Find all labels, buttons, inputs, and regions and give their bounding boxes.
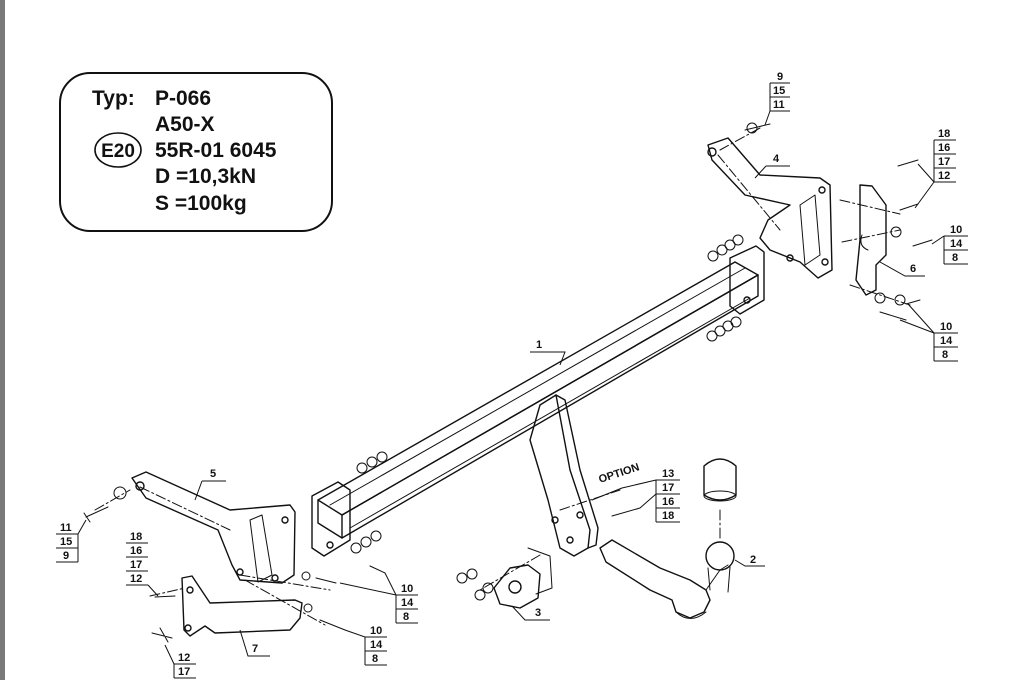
- lower-left-plate: [181, 575, 303, 637]
- stack-cu-0: 10: [401, 583, 413, 595]
- spec-typ-label: Typ:: [92, 87, 135, 110]
- callout-part-3: 3: [535, 607, 541, 619]
- stack-cl-1: 14: [370, 639, 383, 651]
- stack-cl-0: 10: [370, 625, 382, 637]
- stack-ru-1: 16: [938, 142, 950, 154]
- callout-part-5: 5: [210, 468, 216, 480]
- stack-rl-1: 14: [940, 335, 953, 347]
- stack-l-1: 15: [60, 536, 72, 548]
- spec-box: Typ: P-066 A50-X E20 55R-01 6045 D =10,3…: [59, 72, 333, 232]
- tow-ball-neck: [599, 458, 737, 619]
- stack-cl-2: 8: [372, 653, 378, 665]
- stack-lb-1: 16: [130, 545, 142, 557]
- fastener-set: [83, 122, 933, 643]
- spec-approval-number: 55R-01 6045: [155, 139, 277, 162]
- spec-class: A50-X: [155, 113, 215, 136]
- callout-part-2: 2: [750, 554, 756, 566]
- callout-stack-right-low: 10 14 8: [899, 303, 958, 362]
- approval-circle: [94, 132, 142, 168]
- stack-rl-2: 8: [942, 349, 948, 361]
- callout-part-1: 1: [536, 339, 542, 351]
- stack-rm-2: 8: [952, 252, 958, 264]
- stack-opt-2: 16: [662, 496, 674, 508]
- stack-cu-2: 8: [403, 611, 409, 623]
- stack-ru-2: 17: [938, 156, 950, 168]
- stack-rm-1: 14: [950, 238, 963, 250]
- callout-stack-left-bracket: 18 16 17 12: [126, 531, 159, 597]
- stack-lb-3: 12: [130, 573, 142, 585]
- callout-stack-option: OPTION 13 17 16 18: [597, 461, 680, 523]
- callout-part-6: 6: [910, 263, 916, 275]
- stack-lb-2: 17: [130, 559, 142, 571]
- stack-l-0: 11: [60, 522, 72, 534]
- callout-stack-top: 9 15 11: [764, 71, 790, 126]
- callout-stack-right-upper: 18 16 17 12: [914, 128, 956, 209]
- spec-s-value: S =100kg: [155, 192, 247, 215]
- right-mount-plate: [855, 184, 887, 296]
- spec-model-code: P-066: [155, 87, 211, 110]
- stack-top-2: 11: [773, 99, 785, 111]
- stack-opt-0: 13: [662, 468, 674, 480]
- callout-stack-center-lower: 10 14 8: [344, 625, 387, 666]
- stack-bl-1: 17: [178, 666, 190, 678]
- stack-ru-3: 12: [938, 170, 950, 182]
- callout-part-4: 4: [773, 153, 780, 165]
- stack-bl-0: 12: [178, 652, 190, 664]
- callout-stack-center-upper: 10 14 8: [339, 572, 418, 624]
- assembly-drawing: [83, 122, 933, 643]
- callout-stack-bottom-left: 12 17: [164, 644, 196, 679]
- stack-ru-0: 18: [938, 128, 950, 140]
- option-label: OPTION: [597, 461, 641, 485]
- centre-neck-bracket: [529, 394, 599, 557]
- stack-top-0: 9: [777, 71, 783, 83]
- callout-stack-right-mid: 10 14 8: [931, 224, 968, 265]
- page-left-edge: [0, 0, 5, 680]
- cross-beam: [311, 245, 765, 557]
- spec-d-value: D =10,3kN: [155, 165, 256, 188]
- stack-opt-3: 18: [662, 510, 674, 522]
- stack-opt-1: 17: [662, 482, 674, 494]
- stack-rm-0: 10: [950, 224, 962, 236]
- callout-stack-left: 11 15 9: [56, 519, 87, 563]
- callouts: 1 4 6 5 7 2 3 9 15 11 18 16 17 12: [56, 71, 968, 679]
- stack-cu-1: 14: [401, 597, 414, 609]
- stack-lb-0: 18: [130, 531, 142, 543]
- spec-box-frame: [59, 72, 333, 232]
- right-side-bracket: [707, 137, 833, 279]
- stack-l-2: 9: [63, 550, 69, 562]
- spec-approval-mark: E20: [101, 141, 135, 162]
- stack-rl-0: 10: [940, 321, 952, 333]
- callout-part-7: 7: [252, 643, 258, 655]
- electric-socket-plate: [493, 547, 553, 609]
- left-side-bracket: [131, 471, 296, 584]
- stack-top-1: 15: [773, 85, 785, 97]
